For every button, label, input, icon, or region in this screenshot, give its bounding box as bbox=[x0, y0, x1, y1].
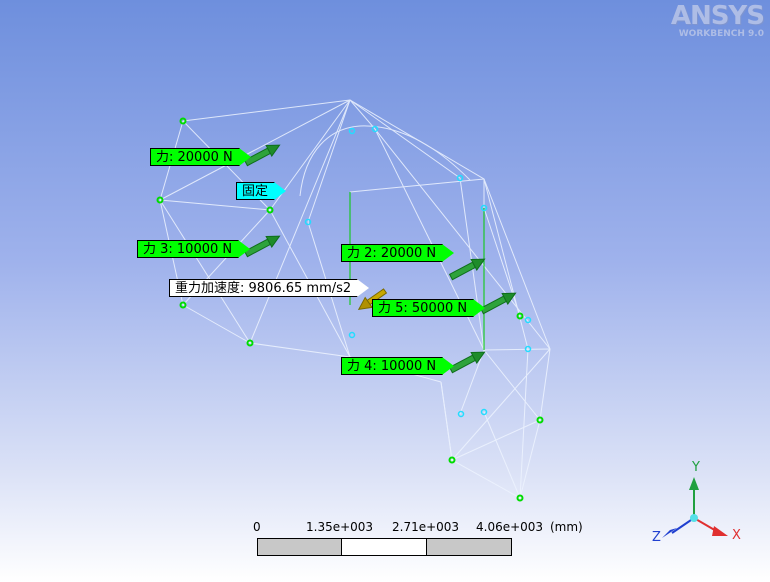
scale-tick-3: 4.06e+003 bbox=[476, 520, 544, 534]
tag-pointer-icon bbox=[442, 244, 455, 262]
scale-bar: 0 1.35e+003 2.71e+003 4.06e+003 (mm) bbox=[250, 520, 583, 560]
axis-label-y: Y bbox=[692, 460, 700, 475]
tag-pointer-icon bbox=[473, 299, 486, 317]
force-label-4-text: 力 4: 10000 N bbox=[347, 359, 437, 374]
scale-unit: (mm) bbox=[550, 520, 583, 534]
gravity-arrow bbox=[357, 288, 388, 310]
tag-pointer-icon bbox=[442, 357, 455, 375]
scale-tick-2: 2.71e+003 bbox=[392, 520, 460, 534]
gravity-label[interactable]: 重力加速度: 9806.65 mm/s2 bbox=[169, 279, 370, 297]
axis-label-x: X bbox=[732, 528, 741, 543]
fixed-support-text: 固定 bbox=[242, 184, 269, 199]
triad-graphic bbox=[662, 477, 728, 538]
force-label-3-text: 力 3: 10000 N bbox=[143, 242, 233, 257]
force-label-5[interactable]: 力 5: 50000 N bbox=[372, 299, 486, 317]
force-label-1-text: 力: 20000 N bbox=[156, 150, 233, 165]
coordinate-triad[interactable]: Y X Z bbox=[650, 460, 750, 550]
logo-product: WORKBENCH 9.0 bbox=[678, 29, 764, 39]
scale-segment-2 bbox=[341, 538, 427, 556]
force-label-1[interactable]: 力: 20000 N bbox=[150, 148, 251, 166]
force-label-4[interactable]: 力 4: 10000 N bbox=[341, 357, 455, 375]
scale-segment-3 bbox=[426, 538, 512, 556]
tag-pointer-icon bbox=[274, 182, 287, 200]
force-label-3[interactable]: 力 3: 10000 N bbox=[137, 240, 251, 258]
scale-tick-0: 0 bbox=[253, 520, 261, 534]
force-label-2-text: 力 2: 20000 N bbox=[347, 246, 437, 261]
axis-label-z: Z bbox=[652, 530, 661, 545]
tag-pointer-icon bbox=[238, 148, 251, 166]
tag-pointer-icon bbox=[238, 240, 251, 258]
gravity-label-text: 重力加速度: 9806.65 mm/s2 bbox=[175, 281, 352, 296]
scale-segment-1 bbox=[257, 538, 342, 556]
scale-tick-1: 1.35e+003 bbox=[306, 520, 374, 534]
force-arrows bbox=[243, 144, 517, 374]
force-label-2[interactable]: 力 2: 20000 N bbox=[341, 244, 455, 262]
fixed-support-label[interactable]: 固定 bbox=[236, 182, 287, 200]
force-label-5-text: 力 5: 50000 N bbox=[378, 301, 468, 316]
logo-brand: ANSYS bbox=[670, 1, 765, 31]
ansys-logo: ANSYS WORKBENCH 9.0 bbox=[670, 1, 765, 39]
tag-pointer-icon bbox=[357, 279, 370, 297]
